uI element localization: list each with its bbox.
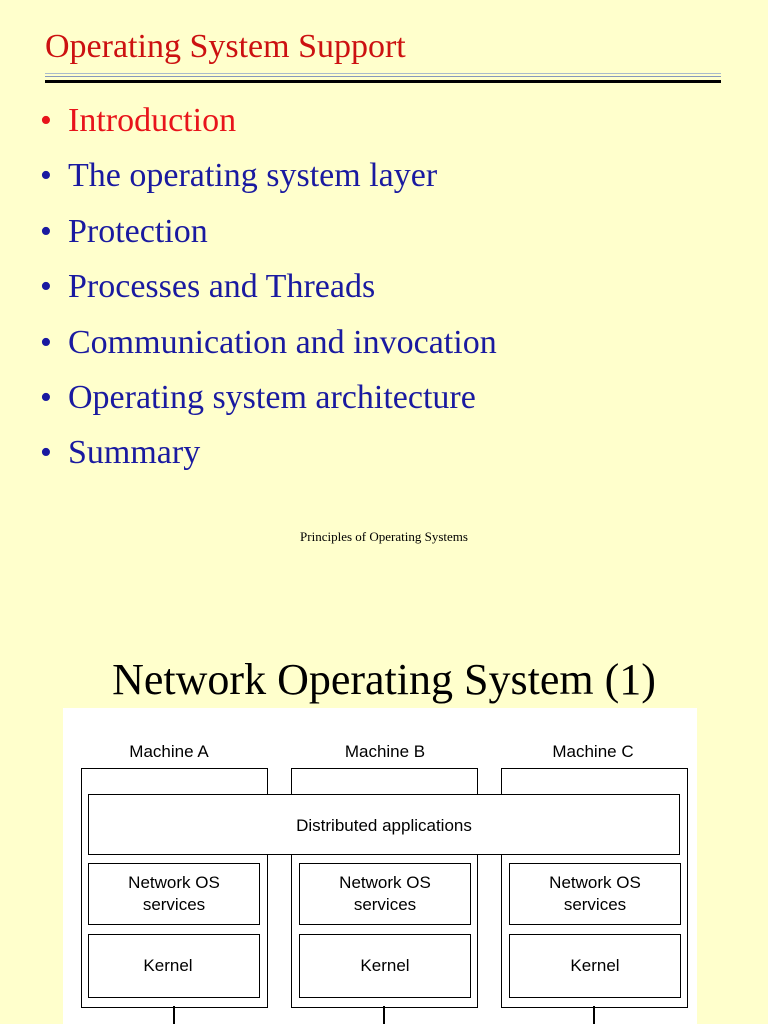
bullet-item: • Introduction [40,93,497,148]
slide2-title: Network Operating System (1) [112,655,656,704]
bullet-dot-icon: • [40,434,52,472]
services-line2: services [563,895,627,914]
network-os-services-a [88,863,260,925]
bullet-dot-icon: • [40,212,52,250]
title-rule-mid [45,76,721,77]
services-line2: services [142,895,206,914]
bullet-item: • Protection [40,204,497,259]
network-link-a [173,1006,175,1024]
bullet-text: Summary [68,434,201,472]
services-line2: services [353,895,417,914]
services-line1: Network OS [128,873,220,892]
title-rule [45,80,721,83]
services-line1: Network OS [549,873,641,892]
network-os-diagram: Machine A Machine B Machine C Distribute… [63,708,697,1024]
kernel-a-label: Kernel [143,956,193,975]
bullet-text: Processes and Threads [68,268,376,306]
network-os-services-b [299,863,471,925]
services-c-label: Network OS services [509,872,681,916]
kernel-c-label: Kernel [570,956,620,975]
bullet-item: • Summary [40,425,497,480]
bullet-text: Protection [68,212,208,250]
machine-b-label: Machine B [344,742,426,761]
distributed-applications-label: Distributed applications [296,816,472,835]
kernel-b [299,934,471,998]
services-line1: Network OS [339,873,431,892]
bullet-text: Operating system architecture [68,379,476,417]
slide-footer: Principles of Operating Systems [300,529,468,544]
network-link-b [383,1006,385,1024]
distributed-applications-box [88,794,680,855]
bullet-item: • Operating system architecture [40,370,497,425]
machine-a-label: Machine A [129,742,209,761]
network-link-c [593,1006,595,1024]
bullet-dot-icon: • [40,102,52,139]
bullet-text: Communication and invocation [68,323,497,361]
bullet-dot-icon: • [40,268,52,306]
title-rule-light [45,73,721,74]
machine-c-label: Machine C [552,742,634,761]
bullet-item: • Processes and Threads [40,259,497,314]
services-b-label: Network OS services [299,872,471,916]
services-a-label: Network OS services [88,872,260,916]
bullet-text: Introduction [68,102,237,139]
bullet-list: • Introduction • The operating system laye… [40,93,497,481]
slide-title: Operating System Support [45,28,406,65]
bullet-item: • The operating system layer [40,148,497,203]
network-os-services-c [509,863,681,925]
bullet-item: • Communication and invocation [40,315,497,370]
bullet-text: The operating system layer [68,157,438,195]
bullet-dot-icon: • [40,323,52,361]
kernel-a [88,934,260,998]
kernel-c [509,934,681,998]
kernel-b-label: Kernel [360,956,410,975]
bullet-dot-icon: • [40,379,52,417]
bullet-dot-icon: • [40,157,52,195]
